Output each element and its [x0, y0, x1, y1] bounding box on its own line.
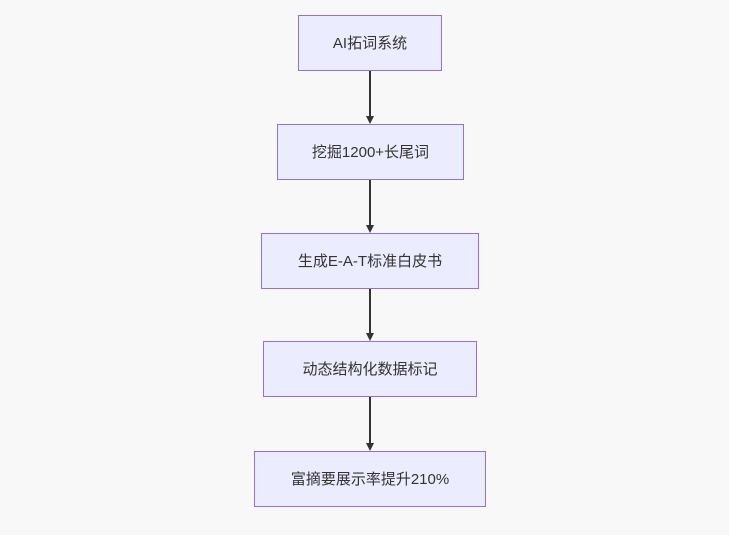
- flow-node-ai-system: AI拓词系统: [298, 15, 442, 71]
- flow-node-label: 富摘要展示率提升210%: [290, 470, 450, 488]
- flow-arrow-2: [364, 180, 376, 233]
- flow-node-longtail-keywords: 挖掘1200+长尾词: [277, 124, 464, 180]
- arrowhead-icon: [366, 116, 374, 124]
- arrow-line: [369, 180, 371, 225]
- arrow-line: [369, 289, 371, 333]
- flow-node-rich-snippet-result: 富摘要展示率提升210%: [254, 451, 486, 507]
- flow-node-label: 挖掘1200+长尾词: [311, 143, 430, 161]
- arrow-line: [369, 397, 371, 443]
- flow-node-label: 动态结构化数据标记: [302, 360, 438, 378]
- flow-node-structured-data: 动态结构化数据标记: [263, 341, 477, 397]
- arrowhead-icon: [366, 333, 374, 341]
- arrowhead-icon: [366, 443, 374, 451]
- flow-node-label: 生成E-A-T标准白皮书: [297, 252, 443, 270]
- flow-arrow-1: [364, 71, 376, 124]
- flow-arrow-4: [364, 397, 376, 451]
- flow-node-label: AI拓词系统: [332, 34, 408, 52]
- flow-node-eat-whitepaper: 生成E-A-T标准白皮书: [261, 233, 479, 289]
- flow-arrow-3: [364, 289, 376, 341]
- arrowhead-icon: [366, 225, 374, 233]
- arrow-line: [369, 71, 371, 116]
